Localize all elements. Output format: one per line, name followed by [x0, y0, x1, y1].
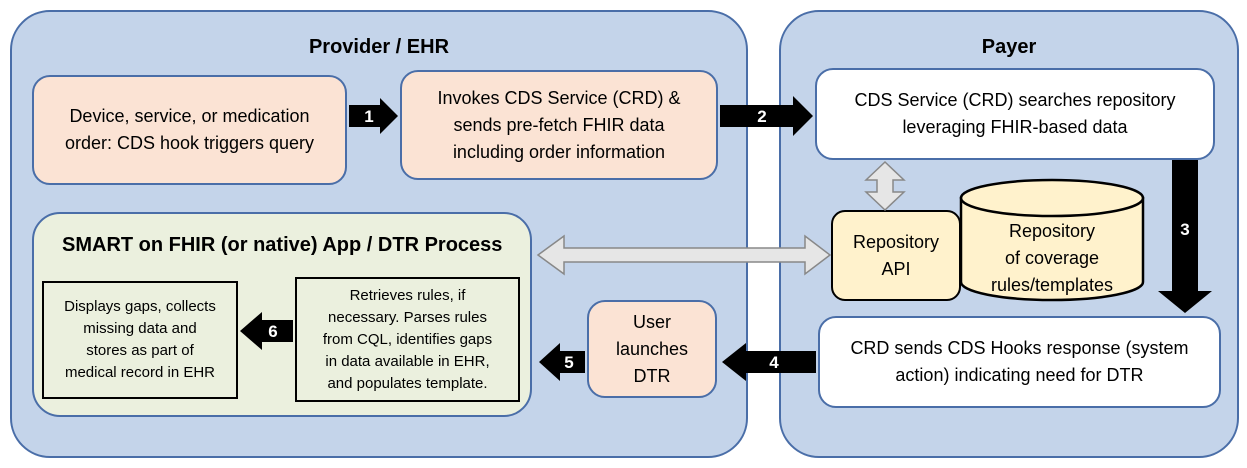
displays-gaps-box: Displays gaps, collects missing data and… — [42, 281, 238, 399]
retrieves-rules-box: Retrieves rules, if necessary. Parses ru… — [295, 277, 520, 402]
order-trigger-box: Device, service, or medication order: CD… — [32, 75, 347, 185]
smart-app-title: SMART on FHIR (or native) App / DTR Proc… — [62, 234, 503, 256]
provider-ehr-title: Provider / EHR — [308, 36, 450, 58]
crd-response-box: CRD sends CDS Hooks response (system act… — [818, 316, 1221, 408]
repository-api-box: Repository API — [831, 210, 961, 301]
step-2-label: 2 — [757, 107, 766, 126]
cds-service-search-box: CDS Service (CRD) searches repository le… — [815, 68, 1215, 160]
payer-title: Payer — [981, 36, 1037, 58]
step-4-label: 4 — [769, 353, 779, 372]
invoke-cds-box: Invokes CDS Service (CRD) & sends pre-fe… — [400, 70, 718, 180]
repository-db-label: Repository of coverage rules/templates — [990, 221, 1114, 295]
user-launches-dtr-box: User launches DTR — [587, 300, 717, 398]
